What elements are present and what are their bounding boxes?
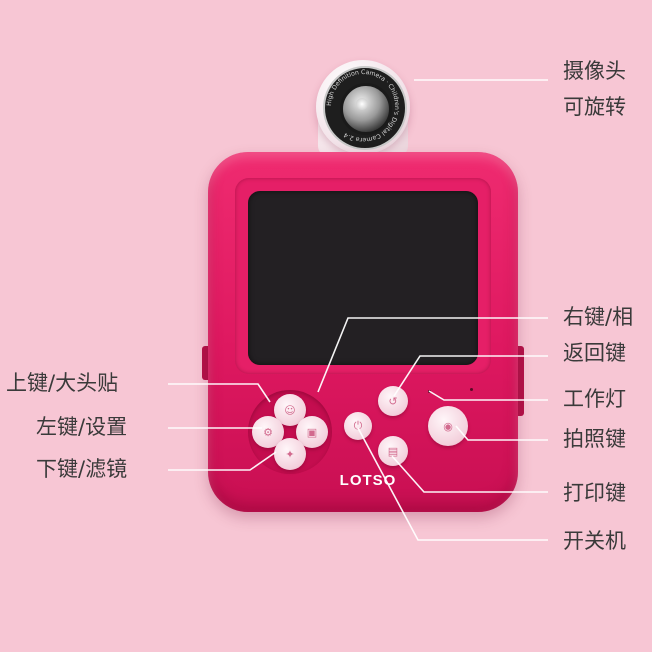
filter-icon: ✦ <box>285 447 295 461</box>
label-work-light: 工作灯 <box>563 387 626 411</box>
camera-screen <box>248 191 478 365</box>
back-icon: ↺ <box>388 394 398 408</box>
label-shoot-key: 拍照键 <box>563 427 626 451</box>
shutter-button: ◉ <box>428 406 468 446</box>
lens-glass <box>340 83 392 135</box>
label-camera-line1: 摄像头 <box>563 59 626 83</box>
back-button: ↺ <box>378 386 408 416</box>
print-icon: ▤ <box>387 444 399 458</box>
settings-icon: ⚙ <box>263 425 273 439</box>
sticker-icon: ☺ <box>284 403 296 417</box>
lens-ring <box>323 66 407 150</box>
label-up-key: 上键/大头贴 <box>6 371 119 395</box>
power-button: ⏻ <box>344 412 372 440</box>
shutter-icon: ◉ <box>443 419 453 433</box>
print-button: ▤ <box>378 436 408 466</box>
power-icon: ⏻ <box>353 419 363 432</box>
label-right-key: 右键/相 <box>563 305 634 329</box>
label-down-key: 下键/滤镜 <box>36 457 128 481</box>
indicator-dot <box>470 388 473 391</box>
album-icon: ▣ <box>306 425 318 439</box>
brand-logo: LOTSO <box>339 472 397 489</box>
label-back-key: 返回键 <box>563 341 626 365</box>
label-left-key: 左键/设置 <box>36 415 128 439</box>
label-camera-line2: 可旋转 <box>563 95 626 119</box>
dpad-down-button: ✦ <box>274 438 306 470</box>
work-light <box>428 390 431 393</box>
label-print-key: 打印键 <box>563 481 626 505</box>
side-button-left <box>202 346 212 380</box>
lens-glint <box>356 98 368 110</box>
label-power-key: 开关机 <box>563 529 626 553</box>
